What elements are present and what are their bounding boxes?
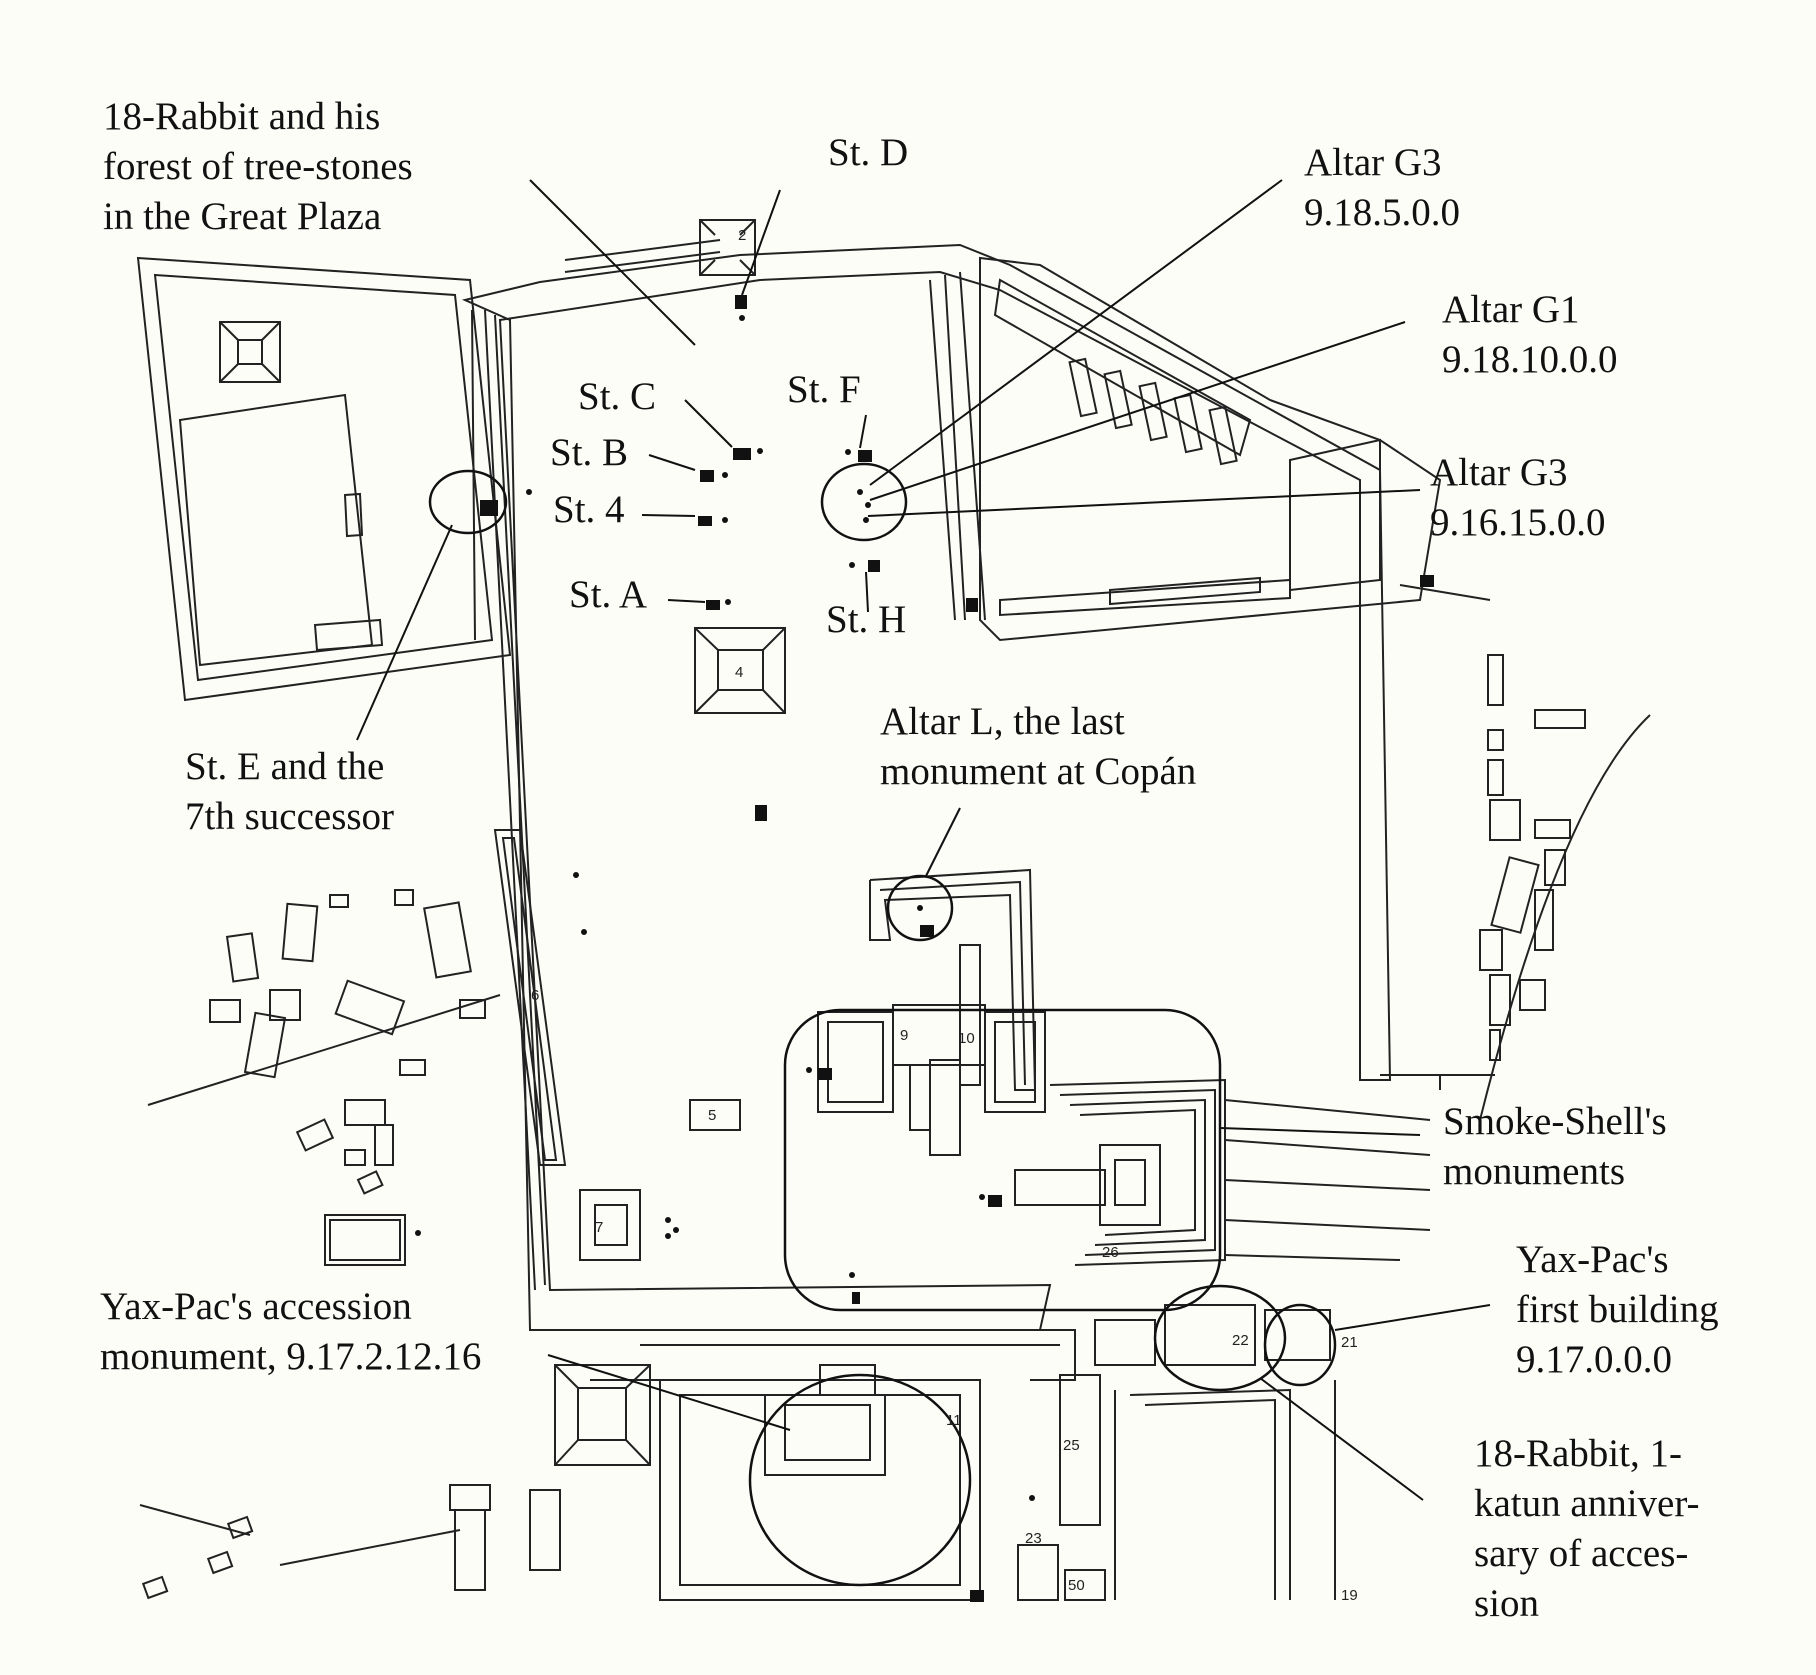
structure-number: 4 [735,664,743,681]
altar-l-court [869,868,1037,1091]
label-st-c: St. C [578,375,657,418]
west-platform [136,256,512,702]
label-altar-g3-mid: Altar G3 9.16.15.0.0 [1430,451,1606,544]
structure-numbers: 2 4 5 6 7 9 10 11 19 21 22 23 25 26 50 [531,227,1358,1604]
structure-number: 19 [1341,1587,1358,1604]
label-altar-g3-top: Altar G3 9.18.5.0.0 [1304,141,1460,234]
stelae-marks [415,295,1434,1602]
structure-number: 21 [1341,1334,1358,1351]
structure-26 [1014,1078,1431,1266]
leader-st-a [667,599,706,603]
leader-altar-l [925,807,961,877]
leader-lines [356,179,1491,1501]
structure-number: 9 [900,1027,908,1044]
label-smoke-shell: Smoke-Shell's monuments [1443,1100,1667,1193]
structure-number: 7 [595,1219,603,1236]
leader-st-d [741,189,781,296]
leader-rabbit18-forest [529,179,696,346]
label-st-e: St. E and the 7th successor [185,745,395,838]
circle-rabbit-katun [1153,1284,1287,1392]
structure-number: 5 [708,1107,716,1124]
label-yax-pac-first: Yax-Pac's first building 9.17.0.0.0 [1516,1238,1719,1381]
leader-st-4 [641,514,696,517]
structure-number: 25 [1063,1437,1080,1454]
leader-altar-g3-mid [867,489,1421,517]
leader-st-c [684,399,733,448]
highlight-circles [428,462,1337,1587]
leader-st-h [865,571,869,613]
east-residential [1380,584,1651,1121]
structure-4 [694,627,786,714]
label-rabbit18-katun: 18-Rabbit, 1- katun anniver- sary of acc… [1474,1432,1700,1625]
box-smoke-shell [783,1008,1222,1312]
southwest-pyramid [554,1364,651,1466]
plan-linework [136,219,1651,1602]
structure-number: 6 [531,987,539,1004]
label-altar-l: Altar L, the last monument at Copán [880,700,1197,793]
structure-7 [579,1189,641,1261]
label-yax-pac-accession: Yax-Pac's accession monument, 9.17.2.12.… [100,1285,482,1378]
label-st-d: St. D [828,131,909,174]
circle-altars-g [820,462,908,542]
circle-altar-l [886,874,954,942]
structure-number: 10 [958,1030,975,1047]
label-st-h: St. H [826,598,907,641]
label-altar-g1: Altar G1 9.18.10.0.0 [1442,288,1618,381]
leader-smoke-shell [1219,1127,1421,1136]
leader-yax-pac-first [1334,1304,1491,1331]
structure-number: 26 [1102,1244,1119,1261]
structure-5 [689,1099,741,1131]
label-rabbit18-forest: 18-Rabbit and his forest of tree-stones … [103,95,413,238]
structure-number: 11 [946,1412,962,1429]
west-residential-groups [147,889,501,1266]
circle-st-e [428,469,508,535]
leader-altar-g3-top [869,179,1283,486]
label-st-f: St. F [787,368,861,411]
structures-21-22 [1094,1304,1331,1366]
northeast-building [979,256,1442,642]
label-st-a: St. A [569,573,648,616]
label-st-b: St. B [550,431,629,474]
structure-number: 22 [1232,1332,1249,1349]
structure-number: 23 [1025,1530,1042,1547]
southwest-residential [139,1484,561,1600]
leader-rabbit-katun [1259,1377,1424,1501]
structure-11 [590,1329,1076,1601]
structure-number: 2 [738,227,746,244]
leader-st-f [859,414,867,449]
leader-st-b [648,454,696,471]
southeast-court [1017,1374,1336,1601]
circle-yax-pac-accession [748,1373,972,1587]
label-st-4: St. 4 [553,488,625,531]
structure-6 [493,829,567,1166]
structure-number: 50 [1068,1577,1085,1594]
leader-altar-g1 [869,321,1406,501]
circle-yax-pac-first [1263,1303,1337,1387]
structures-9-10 [817,1004,1046,1156]
leader-yax-pac-accession [547,1354,791,1431]
leader-st-e [356,524,453,741]
